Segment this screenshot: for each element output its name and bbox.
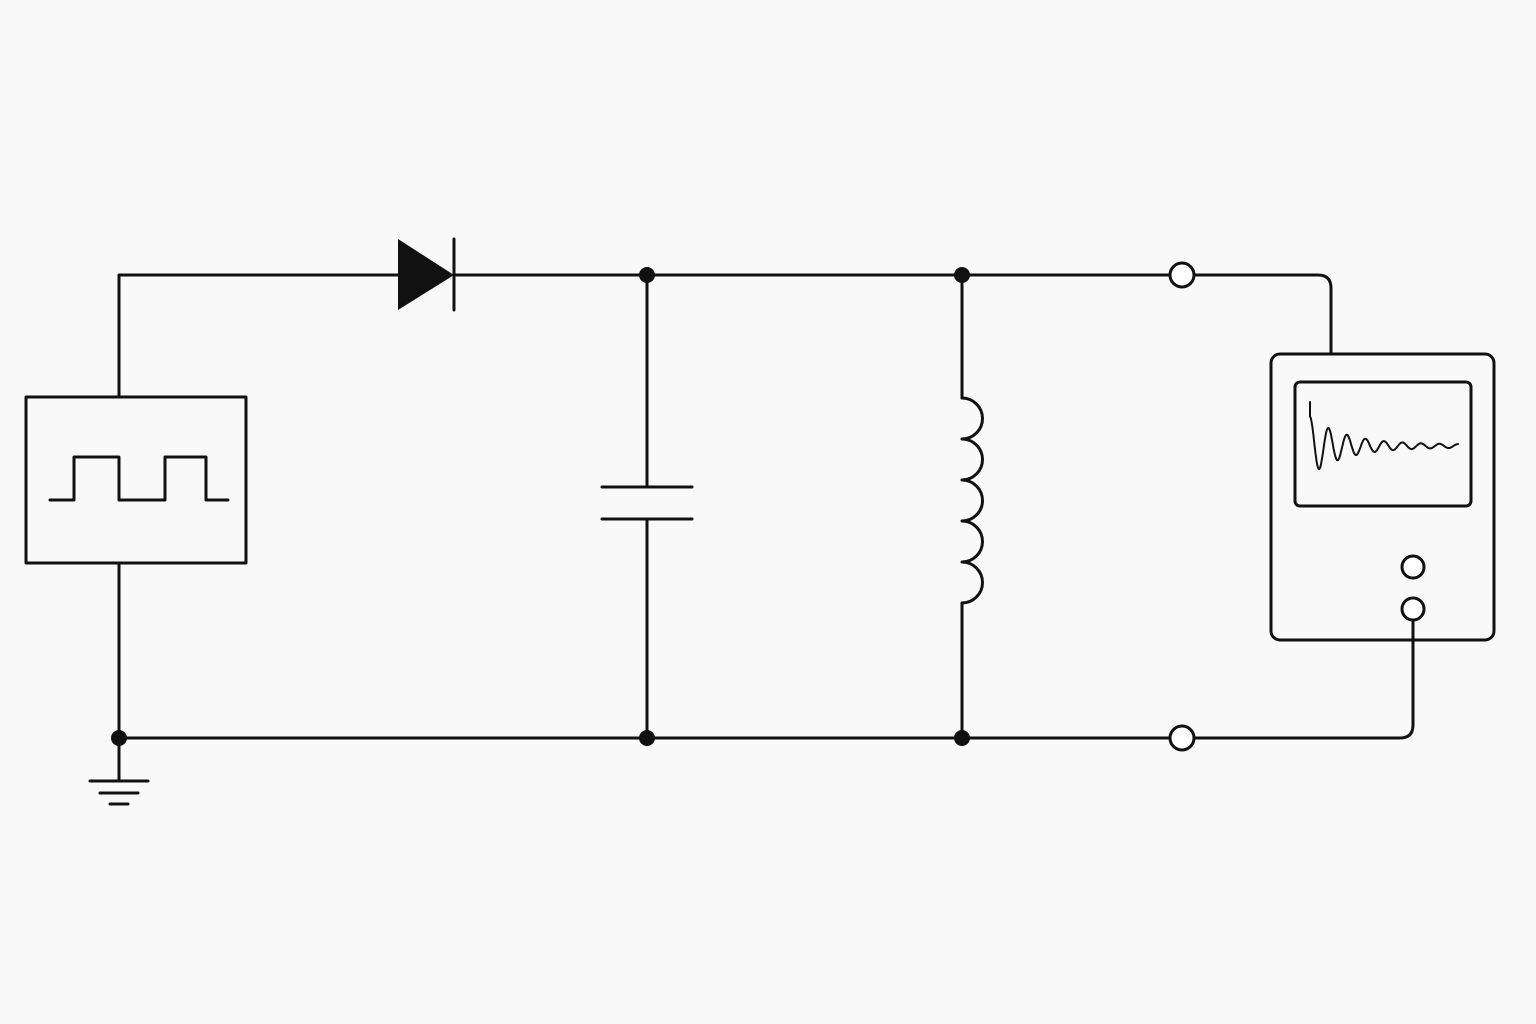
inductor xyxy=(960,273,984,740)
oscilloscope-input-bottom xyxy=(1400,596,1426,622)
output-terminal-top xyxy=(1168,261,1196,289)
square-wave-icon xyxy=(48,455,230,502)
junction-dot-capacitor-bottom xyxy=(639,730,655,746)
diode xyxy=(398,237,456,312)
oscilloscope-screen xyxy=(1293,380,1473,508)
inductor-icon xyxy=(960,396,984,605)
ground-bars xyxy=(88,779,150,806)
oscilloscope-input-top xyxy=(1400,554,1426,580)
oscilloscope xyxy=(1269,352,1496,642)
ground-icon xyxy=(88,736,150,806)
wire-source-to-diode xyxy=(117,273,402,399)
junction-dot-inductor-bottom xyxy=(954,730,970,746)
junction-dot-inductor-top xyxy=(954,267,970,283)
junction-dot-capacitor-top xyxy=(639,267,655,283)
wire-bottom-to-scope xyxy=(1193,620,1415,740)
capacitor xyxy=(600,273,694,740)
oscilloscope-body xyxy=(1269,352,1496,642)
wire-top-to-scope xyxy=(1193,273,1333,356)
output-terminal-bottom xyxy=(1168,724,1196,752)
diode-icon xyxy=(398,239,454,310)
source-box xyxy=(24,395,248,565)
square-wave-source xyxy=(24,395,248,565)
capacitor-icon xyxy=(600,485,694,521)
damped-oscillation-icon xyxy=(1309,401,1459,470)
